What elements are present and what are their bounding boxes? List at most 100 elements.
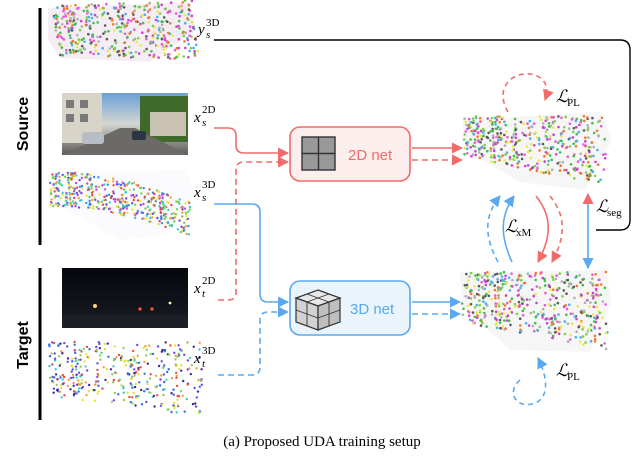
- pred-point: [496, 115, 499, 118]
- source-label: Source: [15, 97, 32, 151]
- source-point: [69, 185, 73, 188]
- source-point: [153, 204, 156, 207]
- pred-point: [536, 312, 540, 316]
- source-point: [136, 199, 140, 202]
- label-x-t-2d: x t 2D: [193, 275, 216, 300]
- label-point: [72, 51, 75, 54]
- pred-point: [496, 286, 500, 289]
- label-point: [131, 55, 135, 58]
- target-point: [153, 405, 156, 408]
- pred-point: [572, 126, 576, 130]
- label-point: [96, 35, 99, 39]
- target-point: [160, 403, 164, 406]
- pred-point: [525, 298, 529, 301]
- pred-point: [592, 154, 595, 158]
- svg-text:ℒ: ℒ: [556, 361, 569, 380]
- source-point: [161, 203, 165, 206]
- target-point: [55, 383, 58, 387]
- pred-point: [489, 149, 493, 152]
- source-point: [185, 218, 188, 222]
- pred-point: [520, 296, 523, 299]
- pred-point: [534, 315, 538, 319]
- label-point: [122, 2, 125, 5]
- target-point: [180, 369, 183, 372]
- pred-point: [597, 134, 600, 138]
- source-point: [185, 214, 188, 217]
- label-point: [68, 10, 72, 13]
- label-point: [72, 19, 76, 22]
- target-point: [74, 359, 77, 363]
- label-point: [119, 50, 123, 53]
- source-point: [107, 193, 111, 196]
- target-point: [58, 364, 61, 367]
- target-point: [149, 373, 152, 376]
- pred-point: [541, 122, 545, 125]
- pred-point: [522, 307, 526, 310]
- pred-point: [545, 130, 548, 133]
- target-point: [96, 392, 99, 395]
- pred-point: [592, 145, 595, 149]
- pred-point: [471, 117, 475, 120]
- target-point: [111, 373, 114, 376]
- label-point: [145, 35, 148, 38]
- target-point: [63, 394, 66, 397]
- target-point: [111, 381, 115, 384]
- label-x-t-3d: x t 3D: [193, 345, 216, 370]
- pred-point: [580, 294, 583, 297]
- pred-point: [526, 272, 530, 276]
- target-point: [160, 360, 163, 363]
- target-point: [74, 351, 77, 355]
- label-point: [187, 42, 190, 46]
- target-point: [173, 401, 176, 405]
- pred-point: [509, 323, 512, 327]
- label-point: [85, 23, 88, 27]
- pred-point: [548, 154, 552, 157]
- label-point: [88, 25, 92, 28]
- target-point: [131, 386, 134, 389]
- label-point: [171, 34, 174, 37]
- pred-point: [463, 117, 466, 120]
- label-point: [178, 27, 181, 30]
- pred-point: [551, 145, 555, 149]
- pred-point: [478, 310, 482, 314]
- target-point: [54, 368, 57, 371]
- pred-point: [501, 312, 504, 315]
- pred-point: [500, 148, 503, 151]
- target-point: [48, 344, 51, 348]
- pred-point: [543, 154, 546, 158]
- label-point: [93, 4, 97, 7]
- target-point: [137, 395, 140, 398]
- label-point: [102, 7, 105, 10]
- pred-point: [558, 169, 562, 172]
- source-point: [48, 181, 52, 185]
- label-point: [76, 17, 79, 21]
- pred-point: [463, 146, 467, 150]
- pred-point: [519, 120, 523, 124]
- pred-point: [563, 281, 566, 284]
- source-point: [57, 189, 60, 193]
- source-point: [90, 198, 94, 202]
- source-point: [142, 202, 145, 206]
- pred-point: [495, 313, 498, 316]
- source-point: [103, 183, 106, 186]
- target-point: [163, 388, 166, 391]
- svg-text:3D: 3D: [206, 17, 220, 29]
- pred-point: [493, 116, 497, 120]
- label-point: [134, 50, 138, 54]
- pred-point: [587, 149, 591, 152]
- pred-point: [557, 115, 560, 118]
- source-point: [157, 195, 160, 199]
- pred-point: [535, 136, 539, 139]
- label-point: [133, 5, 137, 8]
- source-point: [98, 193, 101, 196]
- pred-point: [520, 157, 524, 161]
- pred-point: [501, 325, 505, 328]
- pred-point: [559, 132, 563, 136]
- pred-point: [516, 278, 520, 281]
- pred-point: [568, 303, 571, 307]
- source-point: [125, 204, 128, 208]
- pred-point: [601, 316, 604, 319]
- pred-point: [492, 140, 495, 144]
- pred-point: [472, 119, 475, 123]
- target-label: Target: [15, 320, 32, 368]
